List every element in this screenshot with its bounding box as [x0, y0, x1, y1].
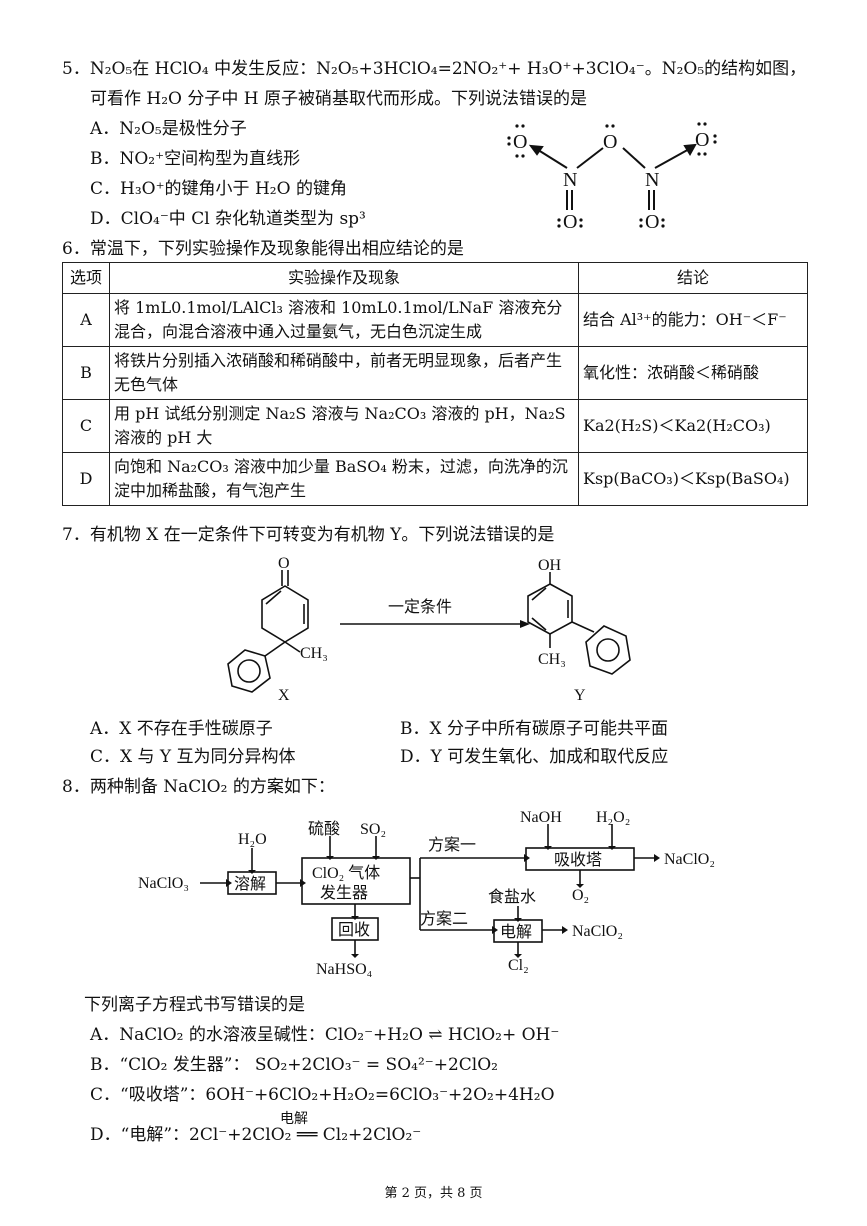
label-naclo3: NaClO₃	[138, 875, 189, 892]
naclo2-flowchart: H₂O NaClO₃ 溶解 硫酸 SO₂ ClO₂ 气体 发生器 回收 NaHS…	[138, 809, 715, 978]
atom-o-right: O	[695, 129, 709, 151]
row-conclusion: 氧化性：浓硝酸＜稀硝酸	[578, 346, 808, 400]
label-generator-2: 发生器	[320, 884, 368, 902]
label-recover: 回收	[338, 921, 370, 939]
label-brine: 食盐水	[488, 888, 536, 906]
label-h2so4: 硫酸	[308, 820, 340, 838]
q8-stem: 8．两种制备 NaClO₂ 的方案如下：	[62, 777, 335, 797]
label-dissolve: 溶解	[234, 875, 266, 893]
q6-table: 选项 实验操作及现象 结论 A 将 1mL0.1mol/LAlCl₃ 溶液和 1…	[62, 262, 808, 506]
header-option: 选项	[62, 262, 110, 294]
table-row: C 用 pH 试纸分别测定 Na₂S 溶液与 Na₂CO₃ 溶液的 pH，Na₂…	[62, 399, 808, 453]
y-label: Y	[574, 687, 586, 704]
row-conclusion: Ka2(H₂S)＜Ka2(H₂CO₃)	[578, 399, 808, 453]
label-so2: SO₂	[360, 821, 386, 838]
header-conclusion: 结论	[578, 262, 808, 294]
label-nahso4: NaHSO₄	[316, 961, 373, 978]
arrow-condition: 一定条件	[388, 598, 452, 616]
q7-option-b: B．X 分子中所有碳原子可能共平面	[400, 719, 668, 739]
label-product1: NaClO₂	[664, 851, 715, 868]
q8-option-a: A．NaClO₂ 的水溶液呈碱性：ClO₂⁻+H₂O ⇌ HClO₂+ OH⁻	[90, 1025, 560, 1045]
q8-option-b: B．“ClO₂ 发生器”： SO₂+2ClO₃⁻ = SO₄²⁻+2ClO₂	[90, 1055, 498, 1075]
row-operation: 向饱和 Na₂CO₃ 溶液中加少量 BaSO₄ 粉末，过滤，向洗净的沉淀中加稀盐…	[109, 452, 579, 506]
row-option: C	[62, 399, 110, 453]
atom-n-right: N	[645, 169, 659, 191]
q5-option-c: C．H₃O⁺的键角小于 H₂O 的键角	[90, 179, 347, 199]
q8-option-d: D．“电解”：2Cl⁻+2ClO₂ ══ Cl₂+2ClO₂⁻	[90, 1125, 422, 1145]
q5-option-b: B．NO₂⁺空间构型为直线形	[90, 149, 301, 169]
atom-o-bottom-right: O	[645, 211, 659, 233]
y-methyl: CH₃	[538, 651, 566, 668]
row-conclusion: 结合 Al³⁺的能力：OH⁻＜F⁻	[578, 293, 808, 347]
atom-o-left: O	[513, 131, 527, 153]
row-operation: 将铁片分别插入浓硝酸和稀硝酸中，前者无明显现象，后者产生无色气体	[109, 346, 579, 400]
table-row: A 将 1mL0.1mol/LAlCl₃ 溶液和 10mL0.1mol/LNaF…	[62, 293, 808, 347]
row-operation: 将 1mL0.1mol/LAlCl₃ 溶液和 10mL0.1mol/LNaF 溶…	[109, 293, 579, 347]
x-methyl: CH₃	[300, 645, 328, 662]
q8-option-d-condition: 电解	[280, 1111, 308, 1127]
n2o5-structure: O O O N N O O	[507, 122, 717, 233]
row-option: A	[62, 293, 110, 347]
table-header-row: 选项 实验操作及现象 结论	[62, 262, 808, 294]
x-carbonyl-o: O	[278, 556, 290, 572]
label-plan2: 方案二	[420, 910, 468, 928]
q5-stem-line2: 可看作 H₂O 分子中 H 原子被硝基取代而形成。下列说法错误的是	[90, 89, 588, 109]
header-operation: 实验操作及现象	[109, 262, 579, 294]
q7-option-a: A．X 不存在手性碳原子	[90, 719, 273, 739]
row-operation: 用 pH 试纸分别测定 Na₂S 溶液与 Na₂CO₃ 溶液的 pH，Na₂S …	[109, 399, 579, 453]
label-electrolysis: 电解	[500, 923, 532, 941]
q5-option-d: D．ClO₄⁻中 Cl 杂化轨道类型为 sp³	[90, 209, 366, 229]
table-row: D 向饱和 Na₂CO₃ 溶液中加少量 BaSO₄ 粉末，过滤，向洗净的沉淀中加…	[62, 452, 808, 506]
label-absorber: 吸收塔	[554, 851, 602, 869]
label-h2o: H₂O	[238, 831, 267, 848]
row-option: D	[62, 452, 110, 506]
row-conclusion: Ksp(BaCO₃)＜Ksp(BaSO₄)	[578, 452, 808, 506]
q7-option-d: D．Y 可发生氧化、加成和取代反应	[400, 747, 669, 767]
q7-option-c: C．X 与 Y 互为同分异构体	[90, 747, 296, 767]
atom-o-center: O	[603, 131, 617, 153]
q5-option-a: A．N₂O₅是极性分子	[90, 119, 247, 139]
label-naoh: NaOH	[520, 809, 562, 826]
label-cl2: Cl₂	[508, 957, 529, 974]
q5-stem-line1: 5．N₂O₅在 HClO₄ 中发生反应：N₂O₅+3HClO₄=2NO₂⁺+ H…	[62, 59, 807, 79]
x-label: X	[278, 687, 290, 704]
q8-option-c: C．“吸收塔”：6OH⁻+6ClO₂+H₂O₂=6ClO₃⁻+2O₂+4H₂O	[90, 1085, 555, 1105]
y-hydroxyl: OH	[538, 557, 562, 574]
label-generator-1: ClO₂ 气体	[312, 864, 380, 882]
q7-reaction-scheme: O CH₃ X 一定条件 OH CH₃ Y	[227, 556, 631, 704]
label-o2: O₂	[572, 887, 589, 904]
atom-n-left: N	[563, 169, 577, 191]
page-footer: 第 2 页，共 8 页	[384, 1186, 483, 1201]
label-product2: NaClO₂	[572, 923, 623, 940]
q8-sub-stem: 下列离子方程式书写错误的是	[84, 995, 305, 1015]
label-h2o2: H₂O₂	[596, 809, 630, 826]
q6-stem: 6．常温下，下列实验操作及现象能得出相应结论的是	[62, 239, 464, 259]
q7-stem: 7．有机物 X 在一定条件下可转变为有机物 Y。下列说法错误的是	[62, 525, 555, 545]
label-plan1: 方案一	[428, 836, 476, 854]
table-row: B 将铁片分别插入浓硝酸和稀硝酸中，前者无明显现象，后者产生无色气体 氧化性：浓…	[62, 346, 808, 400]
row-option: B	[62, 346, 110, 400]
atom-o-bottom-left: O	[563, 211, 577, 233]
